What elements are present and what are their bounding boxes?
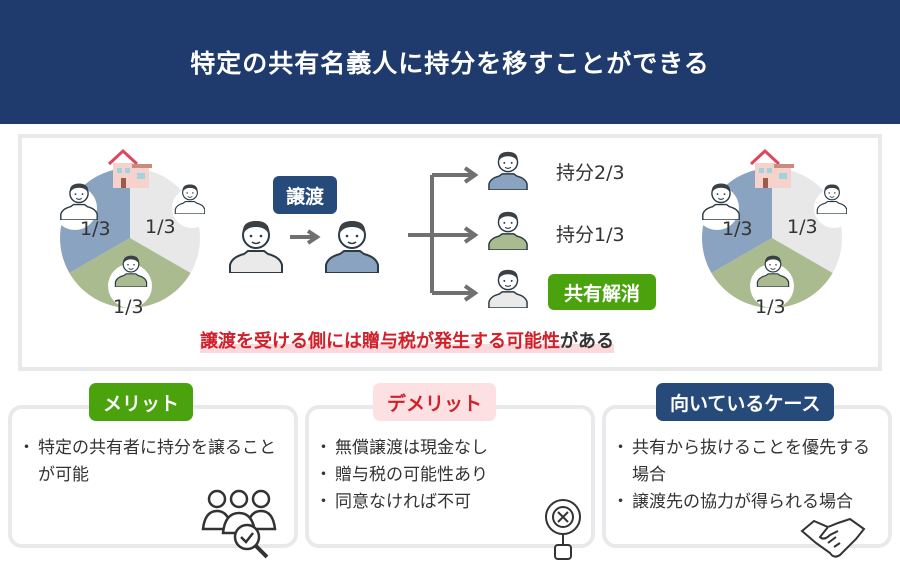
suitable-case-card: 共有から抜けることを優先する場合 譲渡先の協力が得られる場合 bbox=[602, 405, 892, 558]
merit-card: 特定の共有者に持分を譲ることが可能 bbox=[8, 405, 298, 559]
share-label: 1/3 bbox=[113, 296, 144, 318]
share-label: 1/3 bbox=[787, 216, 818, 238]
result-share-label: 持分1/3 bbox=[556, 224, 625, 246]
branch-arrows bbox=[408, 166, 479, 302]
handshake-icon bbox=[800, 517, 866, 558]
share-label: 1/3 bbox=[722, 218, 753, 240]
suitable-case-badge: 向いているケース bbox=[656, 383, 835, 421]
gift-tax-warning: 譲渡を受ける側には贈与税が発生する可能性がある bbox=[200, 327, 614, 353]
page-title: 特定の共有名義人に持分を移すことができる bbox=[190, 49, 710, 78]
giver-person-icon bbox=[229, 220, 283, 273]
result-person-icon bbox=[488, 269, 528, 308]
after-ownership-pie bbox=[697, 149, 847, 308]
share-label: 1/3 bbox=[80, 218, 111, 240]
house-icon bbox=[749, 149, 796, 188]
suitable-case-item: 共有から抜けることを優先する場合 bbox=[612, 435, 886, 489]
demerit-badge: デメリット bbox=[373, 383, 497, 421]
result-person-icon bbox=[488, 151, 528, 190]
suitable-case-item: 譲渡先の協力が得られる場合 bbox=[612, 489, 886, 516]
result-person-icon bbox=[488, 211, 528, 250]
result-share-label: 持分2/3 bbox=[556, 162, 625, 184]
co-ownership-dissolved-badge: 共有解消 bbox=[548, 274, 656, 310]
demerit-item: 同意なければ不可 bbox=[315, 489, 488, 516]
receiver-person-icon bbox=[325, 220, 379, 273]
demerit-item: 贈与税の可能性あり bbox=[315, 462, 488, 489]
share-label: 1/3 bbox=[755, 296, 786, 318]
demerit-item: 無償譲渡は現金なし bbox=[315, 435, 488, 462]
demerit-card: 無償譲渡は現金なし 贈与税の可能性あり 同意なければ不可 bbox=[305, 405, 595, 560]
before-ownership-pie bbox=[55, 149, 205, 308]
merit-item: 特定の共有者に持分を譲ることが可能 bbox=[18, 435, 292, 489]
merit-badge: メリット bbox=[89, 383, 194, 421]
transfer-badge: 譲渡 bbox=[273, 176, 337, 214]
people-search-icon bbox=[201, 489, 277, 559]
warning-tail: がある bbox=[560, 331, 614, 352]
share-label: 1/3 bbox=[145, 216, 176, 238]
arrow-right-icon bbox=[290, 229, 321, 245]
header-banner: 特定の共有名義人に持分を移すことができる bbox=[0, 0, 900, 124]
warning-highlight: 譲渡を受ける側には贈与税が発生する可能性 bbox=[200, 331, 560, 352]
reject-sign-icon bbox=[545, 499, 581, 560]
house-icon bbox=[107, 149, 154, 188]
